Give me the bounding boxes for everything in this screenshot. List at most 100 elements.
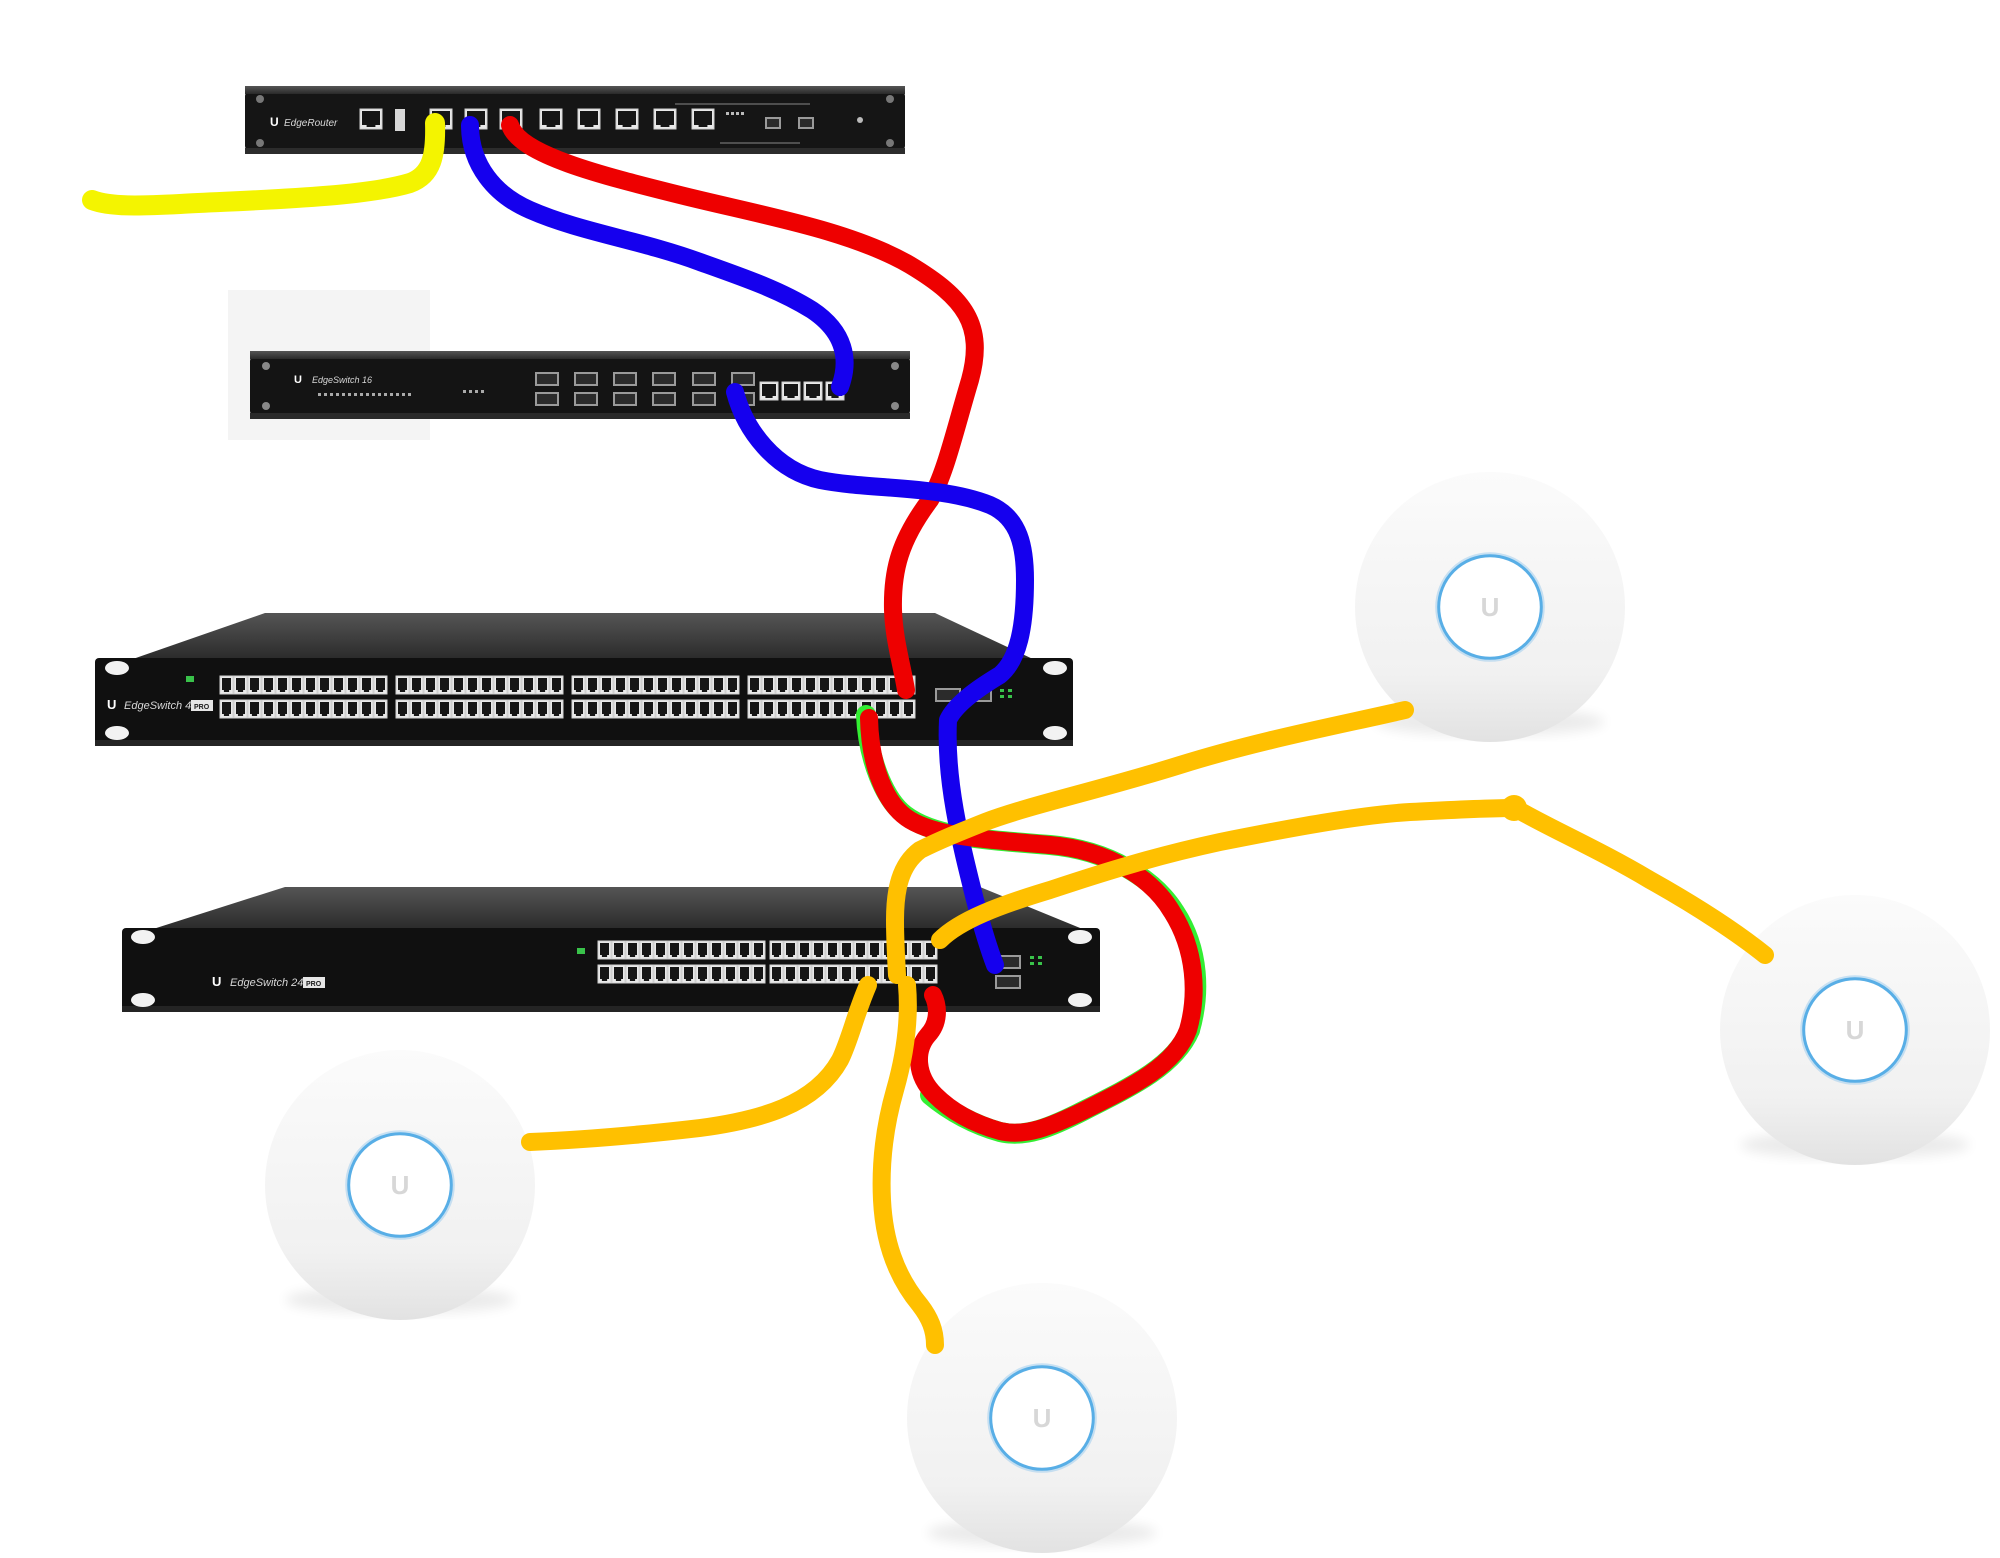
sw24-port-bottom-10: [723, 964, 738, 984]
fiber-led-11: [378, 393, 381, 396]
sw48-port-top-31: [655, 675, 670, 695]
sw48-port-top-17: [451, 675, 466, 695]
fiber-switch-model-label: EdgeSwitch 16: [312, 375, 372, 385]
sw24-port-top-7: [681, 940, 696, 960]
ap-bottom-center-led-ring: [989, 1365, 1095, 1471]
fiber-led-12: [384, 393, 387, 396]
sw24-port-top-5: [653, 940, 668, 960]
sw48-port-top-39: [775, 675, 790, 695]
fiber-rj45-3: [803, 381, 823, 401]
sw24-port-bottom-11: [737, 964, 752, 984]
router-port-7: [615, 108, 639, 130]
fiber-switch-status-leds: [318, 390, 484, 396]
fiber-led-2: [324, 393, 327, 396]
router-led-4: [741, 112, 744, 115]
sw48-port-bottom-4: [261, 699, 276, 719]
sw48-port-top-40: [789, 675, 804, 695]
sw24-port-bottom-8: [695, 964, 710, 984]
sw24-port-bottom-13: [769, 964, 784, 984]
sw48-led-4: [1008, 695, 1012, 698]
sw48-port-bottom-17: [451, 699, 466, 719]
sw24-port-top-20: [867, 940, 882, 960]
sw48-port-top-25: [571, 675, 586, 695]
sw24-port-top-17: [825, 940, 840, 960]
sw48-port-bottom-47: [887, 699, 902, 719]
sw48-port-bottom-34: [697, 699, 712, 719]
cable-ap-feed-bottom-center: [872, 976, 944, 1354]
sw24-port-bottom-9: [709, 964, 724, 984]
fiber-led-b2: [469, 390, 472, 393]
switch24-pro-badge: [303, 977, 325, 988]
sw24-port-bottom-15: [797, 964, 812, 984]
sw48-port-bottom-41: [803, 699, 818, 719]
sw48-port-bottom-5: [275, 699, 290, 719]
sw48-port-bottom-8: [317, 699, 332, 719]
ap-bottom-left-logo: U: [391, 1170, 410, 1200]
fiber-sfp-bottom-5: [692, 392, 716, 406]
cable-ap-feed-bottom-left: [521, 976, 877, 1151]
router-reset-button: [857, 117, 863, 123]
sw48-port-top-23: [535, 675, 550, 695]
sw48-port-bottom-26: [585, 699, 600, 719]
sw48-port-top-6: [289, 675, 304, 695]
sw48-port-bottom-43: [831, 699, 846, 719]
ap-bottom-center-logo: U: [1033, 1403, 1052, 1433]
switch24-pro-badge-text: PRO: [306, 981, 322, 988]
router-sfp-2: [798, 117, 814, 129]
sw48-port-top-1: [219, 675, 234, 695]
fiber-led-b4: [481, 390, 484, 393]
ap-top-right-led-ring: [1437, 554, 1543, 660]
ap-top-right: U: [1355, 472, 1625, 742]
fiber-sfp-top-1: [535, 372, 559, 386]
switch24-port-grid: [597, 940, 938, 984]
fiber-sfp-bottom-2: [574, 392, 598, 406]
sw48-port-top-46: [873, 675, 888, 695]
sw24-port-bottom-23: [909, 964, 924, 984]
sw24-sfp-2: [995, 975, 1021, 989]
router-port-9: [691, 108, 715, 130]
router-led-1: [726, 112, 729, 115]
sw48-port-top-36: [725, 675, 740, 695]
sw48-port-top-10: [345, 675, 360, 695]
sw48-port-top-35: [711, 675, 726, 695]
sw48-led-3: [1000, 695, 1004, 698]
ap-bottom-center: U: [907, 1283, 1177, 1553]
fiber-led-b1: [463, 390, 466, 393]
sw48-port-top-27: [599, 675, 614, 695]
sw24-port-bottom-16: [811, 964, 826, 984]
cable-blue-fiber-to-sw24: [726, 383, 1034, 974]
fiber-sfp-bottom-3: [613, 392, 637, 406]
sw48-port-top-43: [831, 675, 846, 695]
fiber-led-16: [408, 393, 411, 396]
sw24-port-bottom-24: [923, 964, 938, 984]
fiber-switch-sfp-ports: [535, 372, 755, 406]
sw48-port-top-3: [247, 675, 262, 695]
sw24-port-bottom-7: [681, 964, 696, 984]
switch48-brand-logo: U: [107, 697, 116, 712]
fiber-led-15: [402, 393, 405, 396]
sw48-port-top-4: [261, 675, 276, 695]
fiber-led-b3: [475, 390, 478, 393]
sw48-port-top-15: [423, 675, 438, 695]
fiber-led-6: [348, 393, 351, 396]
sw48-port-bottom-2: [233, 699, 248, 719]
router-port-8: [653, 108, 677, 130]
router-sfp-1: [765, 117, 781, 129]
sw24-port-bottom-12: [751, 964, 766, 984]
cable-ap-feed-top-right: [886, 701, 1414, 984]
sw48-port-top-5: [275, 675, 290, 695]
sw24-port-top-13: [769, 940, 784, 960]
sw24-port-bottom-6: [667, 964, 682, 984]
sw24-port-bottom-5: [653, 964, 668, 984]
switch24-brand-logo: U: [212, 974, 221, 989]
sw48-port-top-16: [437, 675, 452, 695]
sw48-port-bottom-39: [775, 699, 790, 719]
sw48-port-bottom-6: [289, 699, 304, 719]
sw48-port-bottom-22: [521, 699, 536, 719]
fiber-sfp-bottom-4: [652, 392, 676, 406]
sw24-led-4: [1038, 962, 1042, 965]
sw48-port-bottom-24: [549, 699, 564, 719]
sw24-port-bottom-14: [783, 964, 798, 984]
ap-bottom-left-led-ring: [347, 1132, 453, 1238]
